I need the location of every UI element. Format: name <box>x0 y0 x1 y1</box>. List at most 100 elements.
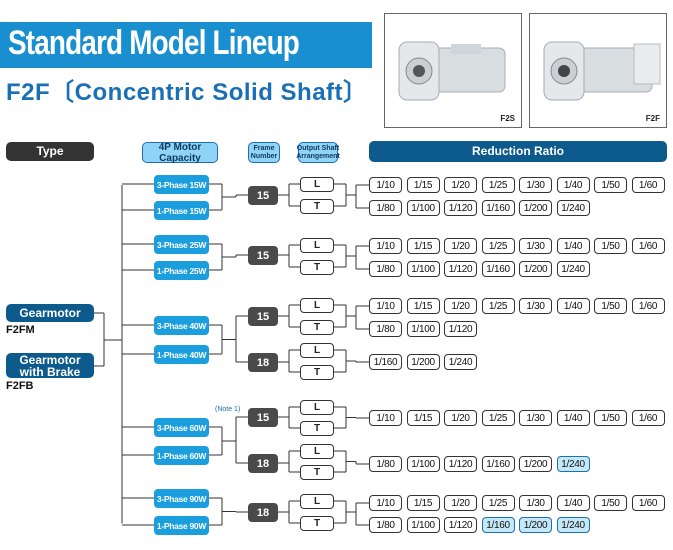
ratio-cell: 1/30 <box>519 177 552 193</box>
capacity-3-phase-90w: 3-Phase 90W <box>154 489 209 508</box>
ratio-cell: 1/20 <box>444 298 477 314</box>
ratio-cell: 1/30 <box>519 298 552 314</box>
capacity-1-phase-60w: 1-Phase 60W <box>154 446 209 465</box>
shaft-l: L <box>300 298 334 313</box>
ratio-cell: 1/200 <box>519 456 552 472</box>
frame-number-18: 18 <box>248 503 278 522</box>
ratio-cell: 1/60 <box>631 410 665 426</box>
ratio-cell: 1/10 <box>369 238 402 254</box>
ratio-cell: 1/25 <box>481 177 515 193</box>
ratio-cell: 1/25 <box>481 410 515 426</box>
ratio-cell: 1/240 <box>556 517 590 533</box>
ratio-cell: 1/20 <box>444 410 477 426</box>
ratio-cell: 1/20 <box>444 177 477 193</box>
ratio-cell: 1/10 <box>369 410 402 426</box>
ratio-cell: 1/10 <box>369 495 402 511</box>
ratio-cell: 1/60 <box>631 495 665 511</box>
shaft-l: L <box>300 494 334 509</box>
ratio-cell: 1/50 <box>594 177 627 193</box>
ratio-cell: 1/50 <box>594 298 627 314</box>
photo-label: F2F <box>645 114 660 123</box>
shaft-l: L <box>300 238 334 253</box>
ratio-cell: 1/15 <box>406 177 440 193</box>
ratio-cell: 1/240 <box>556 200 590 216</box>
ratio-cell: 1/50 <box>594 238 627 254</box>
ratio-cell: 1/100 <box>406 517 440 533</box>
ratio-cell: 1/120 <box>444 321 477 337</box>
ratio-cell: 1/100 <box>406 456 440 472</box>
type-gearmotor: Gearmotor <box>6 304 94 322</box>
ratio-cell: 1/20 <box>444 495 477 511</box>
capacity-1-phase-90w: 1-Phase 90W <box>154 516 209 535</box>
ratio-cell: 1/120 <box>444 200 477 216</box>
ratio-cell: 1/20 <box>444 238 477 254</box>
capacity-3-phase-40w: 3-Phase 40W <box>154 316 209 335</box>
ratio-cell: 1/25 <box>481 298 515 314</box>
shaft-l: L <box>300 177 334 192</box>
ratio-cell: 1/200 <box>519 200 552 216</box>
ratio-cell: 1/30 <box>519 410 552 426</box>
shaft-t: T <box>300 260 334 275</box>
capacity-3-phase-60w: 3-Phase 60W <box>154 418 209 437</box>
ratio-cell: 1/100 <box>406 321 440 337</box>
shaft-t: T <box>300 421 334 436</box>
ratio-cell: 1/60 <box>631 298 665 314</box>
capacity-3-phase-15w: 3-Phase 15W <box>154 175 209 194</box>
shaft-t: T <box>300 199 334 214</box>
type-code-f2fb: F2FB <box>6 380 34 392</box>
shaft-l: L <box>300 444 334 459</box>
ratio-cell: 1/200 <box>519 261 552 277</box>
type-code-f2fm: F2FM <box>6 324 35 336</box>
ratio-cell: 1/120 <box>444 517 477 533</box>
page-subtitle: F2F〔Concentric Solid Shaft〕 <box>6 79 368 106</box>
ratio-cell: 1/50 <box>594 410 627 426</box>
ratio-cell: 1/80 <box>369 456 402 472</box>
header-ratio: Reduction Ratio <box>369 141 667 162</box>
ratio-cell: 1/160 <box>481 456 515 472</box>
product-photo-f2s: F2S <box>384 13 522 128</box>
gearmotor-photo-icon <box>543 41 661 101</box>
ratio-cell: 1/240 <box>556 456 590 472</box>
photo-label: F2S <box>500 114 515 123</box>
ratio-cell: 1/40 <box>556 410 590 426</box>
page-title: Standard Model Lineup <box>8 24 300 62</box>
shaft-l: L <box>300 343 334 358</box>
ratio-cell: 1/10 <box>369 177 402 193</box>
capacity-1-phase-25w: 1-Phase 25W <box>154 261 209 280</box>
ratio-cell: 1/120 <box>444 456 477 472</box>
ratio-cell: 1/10 <box>369 298 402 314</box>
title-bar <box>0 22 372 68</box>
ratio-cell: 1/40 <box>556 298 590 314</box>
shaft-t: T <box>300 465 334 480</box>
ratio-cell: 1/80 <box>369 321 402 337</box>
capacity-1-phase-15w: 1-Phase 15W <box>154 201 209 220</box>
ratio-cell: 1/50 <box>594 495 627 511</box>
shaft-t: T <box>300 320 334 335</box>
ratio-cell: 1/200 <box>519 517 552 533</box>
type-gearmotor-brake: Gearmotor with Brake <box>6 353 94 378</box>
ratio-cell: 1/160 <box>481 261 515 277</box>
header-capacity: 4P Motor Capacity <box>142 142 218 164</box>
note-1: (Note 1) <box>215 406 241 413</box>
capacity-3-phase-25w: 3-Phase 25W <box>154 235 209 254</box>
header-shaft: Output Shaft Arrangement <box>296 142 340 163</box>
ratio-cell: 1/60 <box>631 177 665 193</box>
ratio-cell: 1/15 <box>406 495 440 511</box>
shaft-t: T <box>300 516 334 531</box>
frame-number-15: 15 <box>248 408 278 427</box>
ratio-cell: 1/40 <box>556 495 590 511</box>
frame-number-18: 18 <box>248 454 278 473</box>
ratio-cell: 1/40 <box>556 238 590 254</box>
header-type: Type <box>6 142 94 161</box>
ratio-cell: 1/25 <box>481 495 515 511</box>
ratio-cell: 1/25 <box>481 238 515 254</box>
gearmotor-photo-icon <box>398 41 506 101</box>
ratio-cell: 1/160 <box>369 354 402 370</box>
ratio-cell: 1/30 <box>519 238 552 254</box>
capacity-1-phase-40w: 1-Phase 40W <box>154 345 209 364</box>
frame-number-18: 18 <box>248 353 278 372</box>
ratio-cell: 1/100 <box>406 200 440 216</box>
ratio-cell: 1/100 <box>406 261 440 277</box>
product-photo-f2f: F2F <box>529 13 667 128</box>
ratio-cell: 1/120 <box>444 261 477 277</box>
